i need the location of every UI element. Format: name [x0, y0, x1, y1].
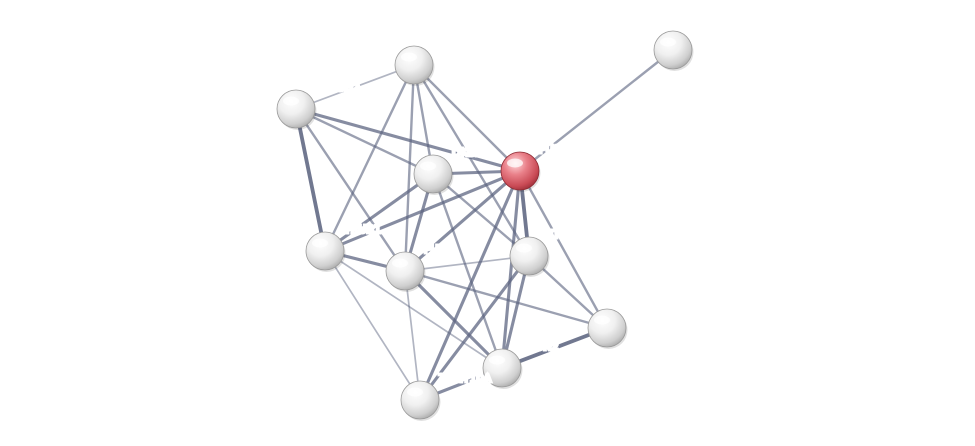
- edge-pus7-wdr4[interactable]: [403, 269, 609, 330]
- node-label: NSUN2: [520, 340, 559, 353]
- node-sphere[interactable]: [413, 154, 453, 194]
- edge-pus1-pus7[interactable]: [403, 169, 522, 273]
- node-pus10[interactable]: PUS10: [394, 36, 470, 86]
- node-highlight: [312, 238, 328, 248]
- edge-pus1-tsfm[interactable]: [518, 48, 675, 173]
- node-highlight: [516, 243, 532, 253]
- node-label: RPUSD2: [315, 81, 360, 94]
- edge-pus1-nsun2[interactable]: [500, 169, 522, 370]
- edge-pus10-trmt1[interactable]: [412, 63, 531, 258]
- node-highlight: [401, 52, 417, 62]
- node-sphere[interactable]: [500, 151, 540, 191]
- node-highlight: [407, 387, 423, 397]
- node-label: TSFM: [691, 22, 722, 35]
- node-label: DKC1: [452, 146, 482, 159]
- edge-dkc1-trub1[interactable]: [323, 172, 435, 253]
- edge-dkc1-trmt1[interactable]: [431, 172, 531, 258]
- edge-pus1-wdr4[interactable]: [518, 169, 609, 330]
- node-trub1[interactable]: TRUB1: [305, 222, 382, 272]
- edge-dkc1-nsun2[interactable]: [431, 172, 504, 370]
- node-sphere[interactable]: [653, 30, 693, 70]
- node-highlight: [594, 315, 610, 325]
- node-dkc1[interactable]: DKC1: [413, 145, 483, 195]
- node-label: TRUB1: [343, 223, 381, 236]
- edge-pus10-pus7[interactable]: [403, 63, 416, 273]
- edge-pus1-trmt10a[interactable]: [418, 169, 522, 402]
- edge-rpusd2-pus7[interactable]: [294, 107, 407, 273]
- node-label: PUS10: [433, 37, 469, 50]
- node-sphere[interactable]: [509, 236, 549, 276]
- node-highlight: [507, 158, 523, 168]
- edge-pus7-nsun2[interactable]: [403, 269, 504, 370]
- node-label: TRMT10A: [438, 372, 492, 385]
- node-highlight: [489, 355, 505, 365]
- node-trmt10a[interactable]: TRMT10A: [400, 371, 493, 421]
- node-highlight: [660, 37, 676, 47]
- node-label: WDR4: [626, 300, 660, 313]
- node-sphere[interactable]: [400, 380, 440, 420]
- node-sphere[interactable]: [385, 251, 425, 291]
- node-label: PUS7: [424, 243, 453, 256]
- node-pus7[interactable]: PUS7: [385, 242, 454, 292]
- edge-rpusd2-dkc1[interactable]: [294, 107, 435, 176]
- edge-pus10-trub1[interactable]: [323, 63, 416, 253]
- edge-pus1-rpusd2[interactable]: [294, 107, 522, 173]
- node-sphere[interactable]: [587, 308, 627, 348]
- edge-pus7-trmt10a[interactable]: [404, 270, 421, 401]
- edge-pus1-pus10[interactable]: [412, 63, 522, 173]
- node-highlight: [283, 96, 299, 106]
- node-pus1[interactable]: PUS1: [500, 142, 569, 192]
- node-highlight: [420, 161, 436, 171]
- node-sphere[interactable]: [276, 89, 316, 129]
- node-label: TRMT1: [547, 228, 586, 241]
- node-trmt1[interactable]: TRMT1: [509, 227, 587, 277]
- node-sphere[interactable]: [394, 45, 434, 85]
- edge-trmt1-trmt10a[interactable]: [418, 254, 531, 402]
- edge-pus7-trmt1[interactable]: [404, 255, 530, 272]
- node-highlight: [392, 258, 408, 268]
- node-label: PUS1: [539, 143, 568, 156]
- node-sphere[interactable]: [305, 231, 345, 271]
- edge-rpusd2-trub1[interactable]: [294, 107, 327, 253]
- edge-pus10-rpusd2[interactable]: [295, 64, 415, 110]
- node-rpusd2[interactable]: RPUSD2: [276, 80, 361, 130]
- edge-trub1-trmt10a[interactable]: [324, 250, 421, 401]
- node-wdr4[interactable]: WDR4: [587, 299, 662, 349]
- node-tsfm[interactable]: TSFM: [653, 21, 723, 71]
- node-nsun2[interactable]: NSUN2: [482, 339, 560, 389]
- edge-trub1-nsun2[interactable]: [324, 250, 503, 369]
